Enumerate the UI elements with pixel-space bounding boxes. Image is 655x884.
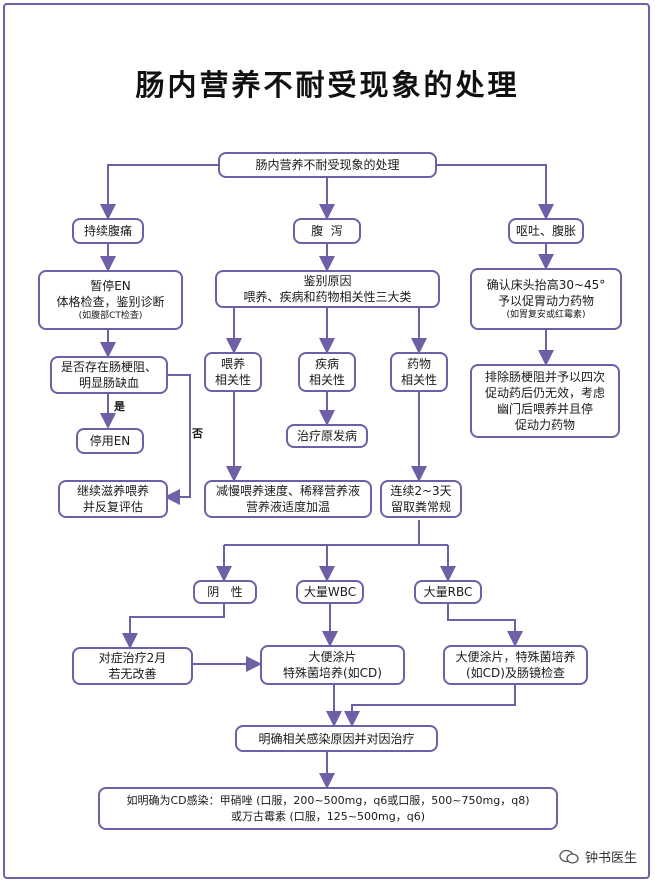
cd-infection-line1: 如明确为CD感染：甲硝唑 (口服，200~500mg，q6或口服，500~750… bbox=[126, 793, 530, 807]
disease-related-line2: 相关性 bbox=[308, 373, 345, 387]
stool-smear-line2: 特殊菌培养(如CD) bbox=[283, 666, 382, 680]
stool-smear-line1: 大便涂片 bbox=[308, 650, 357, 664]
slow-feeding-line2: 营养液适度加温 bbox=[245, 500, 330, 514]
stop-en-line1: 暂停EN bbox=[90, 278, 131, 293]
page-frame bbox=[3, 3, 650, 879]
feeding-related-line2: 相关性 bbox=[214, 373, 251, 387]
page-title: 肠内营养不耐受现象的处理 bbox=[135, 68, 520, 102]
elevate-bed-line2: 予以促胃动力药物 bbox=[497, 293, 594, 308]
question-line2: 明显肠缺血 bbox=[78, 376, 139, 390]
exclude-obstruction-node: 排除肠梗阻并予以四次 促动药后仍无效，考虑 幽门后喂养并且停 促动力药物 bbox=[470, 364, 620, 438]
branch-vomiting-label: 呕吐、腹胀 bbox=[515, 224, 576, 238]
disease-related-line1: 疾病 bbox=[314, 357, 339, 371]
cd-infection-line2: 或万古霉素 (口服，125~500mg，q6) bbox=[231, 809, 425, 823]
symptomatic-node: 对症治疗2月 若无改善 bbox=[72, 647, 193, 685]
drug-related-node: 药物 相关性 bbox=[390, 352, 448, 392]
drug-related-line2: 相关性 bbox=[400, 373, 437, 387]
branch-diarrhea-label: 腹 泻 bbox=[311, 224, 343, 238]
stool-smear-colonoscopy-node: 大便涂片，特殊菌培养 (如CD)及肠镜检查 bbox=[443, 645, 588, 685]
identify-cause-node: 鉴别原因 喂养、疾病和药物相关性三大类 bbox=[215, 270, 440, 308]
exclude-line3: 幽门后喂养并且停 bbox=[496, 402, 593, 416]
stop-en-final-label: 停用EN bbox=[89, 434, 131, 448]
stop-en-final-node: 停用EN bbox=[76, 428, 144, 454]
stop-en-line2: 体格检查，鉴别诊断 bbox=[56, 294, 165, 309]
identify-infection-label: 明确相关感染原因并对因治疗 bbox=[258, 731, 415, 746]
identify-infection-node: 明确相关感染原因并对因治疗 bbox=[235, 725, 438, 752]
exclude-line1: 排除肠梗阻并予以四次 bbox=[484, 370, 605, 384]
exclude-line2: 促动药后仍无效，考虑 bbox=[484, 386, 605, 400]
branch-vomiting: 呕吐、腹胀 bbox=[508, 218, 584, 244]
cd-infection-node: 如明确为CD感染：甲硝唑 (口服，200~500mg，q6或口服，500~750… bbox=[98, 787, 558, 830]
branch-abdominal-pain: 持续腹痛 bbox=[72, 218, 144, 244]
slow-feeding-node: 减慢喂养速度、稀释营养液 营养液适度加温 bbox=[204, 480, 372, 518]
obstruction-question-node: 是否存在肠梗阻、 明显肠缺血 bbox=[50, 356, 168, 394]
negative-label: 阴 性 bbox=[207, 585, 243, 599]
elevate-bed-note: (如胃复安或红霉素) bbox=[506, 309, 586, 320]
exclude-line4: 促动力药物 bbox=[514, 418, 575, 432]
chat-bubble-icon bbox=[559, 849, 579, 864]
treat-primary-label: 治疗原发病 bbox=[296, 429, 357, 443]
stop-en-node: 暂停EN 体格检查，鉴别诊断 (如腹部CT检查) bbox=[38, 270, 183, 330]
identify-cause-line2: 喂养、疾病和药物相关性三大类 bbox=[243, 290, 412, 304]
slow-feeding-line1: 减慢喂养速度、稀释营养液 bbox=[215, 484, 360, 498]
identify-cause-line1: 鉴别原因 bbox=[303, 274, 352, 288]
feeding-related-line1: 喂养 bbox=[220, 357, 245, 371]
branch-abdominal-pain-label: 持续腹痛 bbox=[83, 224, 132, 238]
stop-en-note: (如腹部CT检查) bbox=[78, 310, 143, 321]
rbc-label: 大量RBC bbox=[423, 585, 473, 599]
smear-rbc-line1: 大便涂片，特殊菌培养 bbox=[455, 650, 576, 664]
treat-primary-node: 治疗原发病 bbox=[286, 424, 368, 448]
negative-node: 阴 性 bbox=[193, 580, 257, 604]
symptomatic-line2: 若无改善 bbox=[108, 667, 157, 681]
continue-feeding-node: 继续滋养喂养 并反复评估 bbox=[58, 480, 168, 518]
branch-diarrhea: 腹 泻 bbox=[293, 218, 361, 244]
continue-feeding-line2: 并反复评估 bbox=[82, 500, 143, 514]
no-label: 否 bbox=[192, 427, 203, 440]
disease-related-node: 疾病 相关性 bbox=[298, 352, 356, 392]
elevate-bed-node: 确认床头抬高30~45° 予以促胃动力药物 (如胃复安或红霉素) bbox=[470, 268, 622, 330]
watermark: 钟书医生 bbox=[559, 847, 637, 866]
smear-rbc-line2: (如CD)及肠镜检查 bbox=[466, 666, 565, 680]
wbc-label: 大量WBC bbox=[303, 585, 357, 599]
feeding-related-node: 喂养 相关性 bbox=[204, 352, 262, 392]
yes-label: 是 bbox=[114, 400, 125, 413]
wbc-node: 大量WBC bbox=[296, 580, 364, 604]
rbc-node: 大量RBC bbox=[414, 580, 482, 604]
continue-feeding-line1: 继续滋养喂养 bbox=[76, 484, 149, 498]
stool-routine-line1: 连续2~3天 bbox=[390, 484, 452, 498]
drug-related-line1: 药物 bbox=[406, 357, 431, 371]
root-label: 肠内营养不耐受现象的处理 bbox=[255, 158, 400, 172]
stool-smear-node: 大便涂片 特殊菌培养(如CD) bbox=[260, 645, 405, 685]
elevate-bed-line1: 确认床头抬高30~45° bbox=[486, 277, 606, 292]
stool-routine-line2: 留取粪常规 bbox=[390, 500, 451, 514]
symptomatic-line1: 对症治疗2月 bbox=[98, 651, 167, 665]
watermark-label: 钟书医生 bbox=[584, 851, 637, 866]
root-node: 肠内营养不耐受现象的处理 bbox=[218, 152, 437, 178]
stool-routine-node: 连续2~3天 留取粪常规 bbox=[380, 480, 462, 518]
question-line1: 是否存在肠梗阻、 bbox=[60, 360, 157, 374]
